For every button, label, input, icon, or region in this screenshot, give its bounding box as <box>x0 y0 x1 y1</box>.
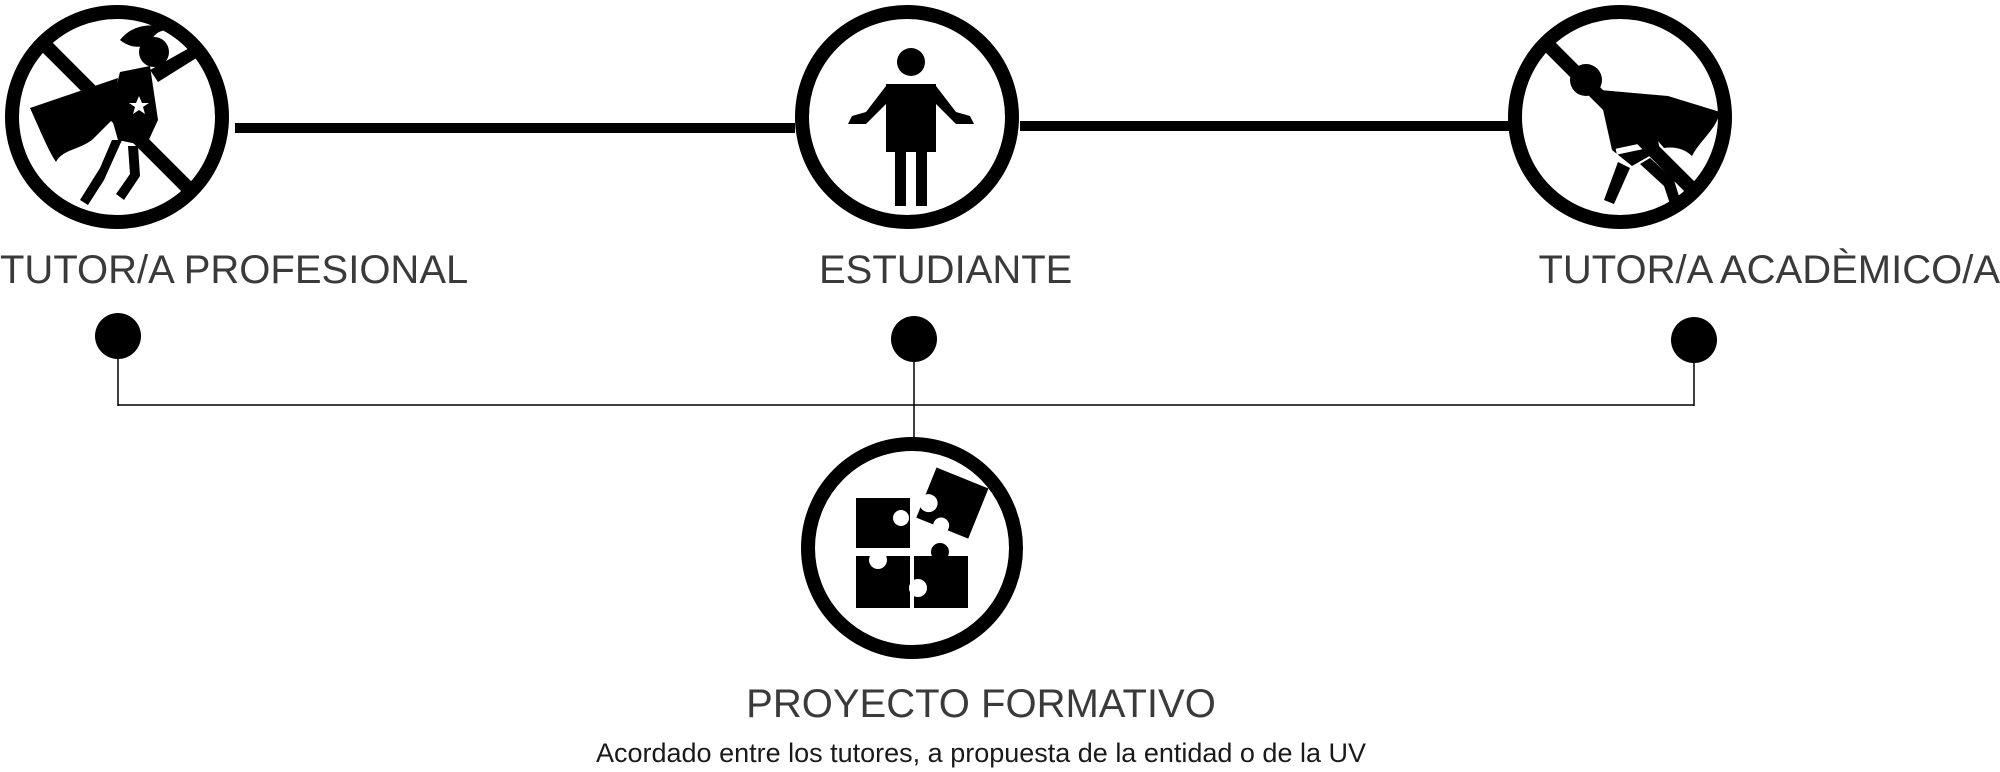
node-dot-academico <box>1671 317 1717 363</box>
person-icon <box>848 48 974 206</box>
tutor-profesional-label: TUTOR/A PROFESIONAL <box>0 248 469 292</box>
estudiante-node <box>795 5 1019 229</box>
puzzle-pieces-icon <box>856 467 989 608</box>
node-dot-profesional <box>95 313 141 359</box>
proyecto-formativo-description: Acordado entre los tutores, a propuesta … <box>595 738 1366 768</box>
tutor-academico-label: TUTOR/A ACADÈMICO/A <box>1538 248 2000 292</box>
proyecto-formativo-node <box>801 437 1023 659</box>
node-dot-estudiante <box>891 316 937 362</box>
tutor-academico-node <box>1508 5 1732 229</box>
tutor-profesional-node <box>5 5 229 229</box>
estudiante-label: ESTUDIANTE <box>819 248 1073 292</box>
proyecto-formativo-label: PROYECTO FORMATIVO <box>746 682 1216 726</box>
bracket-lines <box>117 350 1695 450</box>
